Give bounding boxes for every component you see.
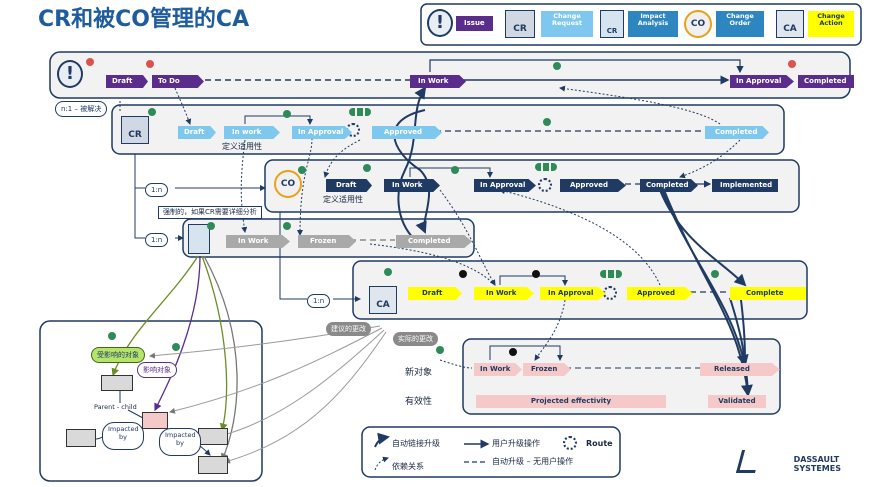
brand-line-2: SYSTEMES	[793, 463, 841, 473]
legend-auto-no-user-label: 自动升级 – 无用户操作	[492, 457, 574, 466]
validated-bar: Validated	[708, 395, 766, 408]
issue-icon: !	[57, 60, 83, 88]
cr-state-completed: Completed	[705, 126, 769, 139]
co-relation-note: 1:n	[145, 183, 169, 197]
user-icon-green	[108, 332, 116, 340]
route-icon	[563, 436, 577, 450]
new-object-label: 新对象	[405, 368, 433, 378]
legend-cr-icon: CR	[505, 10, 535, 38]
issue-state-draft: Draft	[106, 75, 148, 88]
legend-change-order-label: Change Order	[716, 11, 764, 37]
co-state-completed: Completed	[640, 179, 698, 192]
ca-state-approved: Approved	[627, 287, 693, 300]
impact-node	[198, 428, 228, 445]
legend-auto-promote-label: 自动链接升级	[392, 439, 440, 448]
legend-ca-icon: CA	[776, 10, 804, 38]
co-state-approved: Approved	[560, 179, 626, 192]
parent-child-label: Parent - child	[94, 403, 137, 411]
co-applicability-note: 定义适用性	[323, 195, 363, 204]
issue-state-completed: Completed	[798, 75, 854, 88]
legend-co-icon: CO	[684, 10, 712, 38]
ca-icon: CA	[369, 286, 397, 314]
object-state-released: Released	[700, 363, 780, 376]
user-icon-green	[283, 110, 291, 118]
ca-state-inwork: In Work	[474, 287, 534, 300]
co-state-inapproval: In Approval	[474, 179, 536, 192]
object-state-frozen: Frozen	[523, 363, 571, 376]
legend-dependency-label: 依赖关系	[392, 462, 424, 471]
user-icon-green	[148, 108, 156, 116]
route-approvers-icon	[600, 270, 622, 278]
user-icon-green	[172, 343, 180, 351]
ia-mandatory-note: 强制的，如果CR需要详细分析	[158, 206, 262, 219]
issue-state-todo: To Do	[152, 75, 204, 88]
user-icon-green	[207, 222, 215, 230]
user-icon-green	[711, 270, 719, 278]
effectivity-label: 有效性	[405, 397, 433, 407]
issue-state-inapproval: In Approval	[730, 75, 794, 88]
impacted-by-label: Impacted by	[159, 428, 201, 456]
impacted-by-label: Impacted by	[102, 422, 144, 450]
ia-state-completed: Completed	[396, 235, 472, 248]
brand-line-1: DASSAULT	[793, 455, 840, 465]
impact-node	[198, 456, 228, 474]
user-icon-green	[283, 222, 291, 230]
user-icon-black	[459, 270, 467, 278]
user-icon-green	[436, 346, 444, 354]
ca-state-draft: Draft	[408, 287, 462, 300]
co-state-implemented: Implemented	[712, 179, 778, 192]
user-icon-green	[451, 166, 459, 174]
route-approvers-icon	[535, 163, 557, 171]
proposed-change-label: 建议的更改	[326, 322, 371, 336]
cr-state-inwork: In work	[224, 126, 280, 139]
issue-state-inwork: In Work	[410, 75, 466, 88]
ia-icon	[188, 224, 210, 254]
brand-logo: DASSAULT SYSTEMES	[793, 455, 841, 473]
user-icon-green	[298, 166, 306, 174]
co-icon: CO	[274, 170, 302, 198]
ia-state-frozen: Frozen	[298, 235, 356, 248]
impacted-objects-label: 影响对象	[137, 362, 177, 378]
user-icon-red	[788, 60, 796, 68]
user-icon-black	[532, 270, 540, 278]
cr-relation-note: n:1 – 被解决	[55, 101, 108, 117]
ia-state-inwork: In Work	[226, 235, 290, 248]
impact-node-highlight	[142, 412, 168, 429]
cr-icon: CR	[121, 116, 149, 144]
ca-state-complete: Complete	[730, 287, 806, 300]
route-icon	[538, 178, 552, 192]
user-icon-green	[543, 118, 551, 126]
legend-change-action-label: Change Action	[808, 11, 854, 37]
user-icon-red	[146, 60, 154, 68]
impact-node	[66, 429, 96, 447]
ia-relation-note: 1:n	[145, 233, 169, 247]
user-icon-green	[363, 164, 371, 172]
legend-issue-icon: !	[427, 9, 453, 37]
co-state-draft: Draft	[326, 179, 372, 192]
user-icon-green	[553, 62, 561, 70]
user-icon-red	[86, 58, 94, 66]
legend-impact-analysis-label: Impact Analysis	[628, 11, 678, 37]
user-icon-green	[384, 268, 392, 276]
object-state-inwork: In Work	[474, 363, 522, 376]
actual-change-label: 实际的更改	[393, 332, 438, 346]
legend-user-promote-label: 用户升级操作	[492, 439, 540, 448]
impact-node	[101, 375, 133, 391]
projected-effectivity-bar: Projected effectivity	[476, 395, 666, 408]
route-approvers-icon	[349, 108, 371, 116]
legend-ia-icon: CR	[600, 10, 624, 38]
cr-state-draft: Draft	[178, 126, 216, 139]
ca-relation-note: 1:n	[307, 294, 331, 308]
co-state-inwork: In Work	[384, 179, 440, 192]
cr-state-inapproval: In Approval	[292, 126, 352, 139]
legend-change-request-label: Change Request	[541, 11, 593, 37]
cr-state-approved: Approved	[372, 126, 442, 139]
page-title: CR和被CO管理的CA	[38, 7, 250, 32]
cr-applicability-note: 定义适用性	[222, 142, 262, 151]
ca-state-inapproval: In Approval	[540, 287, 606, 300]
affected-objects-label: 受影响的对象	[91, 347, 145, 363]
legend-issue-label: Issue	[456, 16, 493, 31]
user-icon-black	[509, 348, 517, 356]
legend-route-label: Route	[586, 439, 613, 448]
